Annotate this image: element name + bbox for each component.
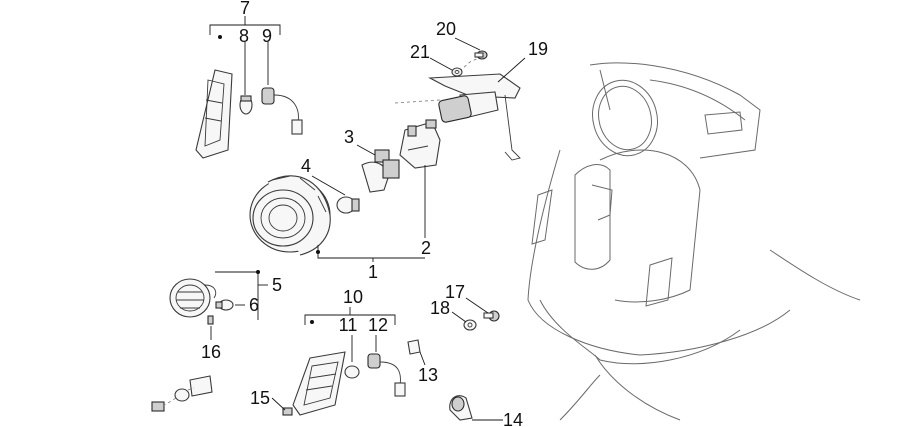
callout-8: 8 bbox=[239, 26, 249, 46]
callout-18: 18 bbox=[430, 298, 450, 318]
screw-20 bbox=[474, 50, 488, 60]
group-bracket-5 bbox=[210, 270, 268, 340]
callout-1: 1 bbox=[368, 262, 378, 282]
callout-13: 13 bbox=[418, 365, 438, 385]
side-marker-bulb bbox=[239, 95, 253, 115]
bracket-leaders bbox=[429, 37, 526, 83]
headlight-leaders bbox=[311, 144, 426, 262]
group-bracket-7 bbox=[209, 16, 281, 95]
callout-2: 2 bbox=[421, 238, 431, 258]
callout-labels: 1 2 3 4 5 6 7 8 9 10 11 12 13 14 15 16 1… bbox=[201, 0, 548, 427]
callout-5: 5 bbox=[272, 275, 282, 295]
callout-9: 9 bbox=[262, 26, 272, 46]
round-lamp-bulb bbox=[215, 299, 234, 311]
group-bracket-10 bbox=[304, 307, 396, 362]
callout-21: 21 bbox=[410, 42, 430, 62]
callout-19: 19 bbox=[528, 39, 548, 59]
halogen-bulb bbox=[361, 149, 400, 193]
screw-15 bbox=[271, 397, 293, 416]
side-marker-lens bbox=[195, 69, 233, 159]
headlight-assembly bbox=[249, 175, 331, 256]
washer-21 bbox=[451, 67, 463, 77]
lower-marker-socket-wire bbox=[367, 353, 406, 397]
bulb-holder bbox=[399, 119, 441, 169]
side-marker-socket-wire bbox=[261, 87, 303, 135]
callout-6: 6 bbox=[249, 295, 259, 315]
callout-3: 3 bbox=[344, 127, 354, 147]
screw-17 bbox=[465, 297, 500, 322]
callout-20: 20 bbox=[436, 19, 456, 39]
callout-11: 11 bbox=[339, 315, 358, 335]
callout-4: 4 bbox=[301, 156, 311, 176]
lower-marker-lens bbox=[292, 351, 346, 416]
grommet-14 bbox=[449, 395, 503, 421]
bottom-left-hardware bbox=[151, 375, 213, 412]
callout-12: 12 bbox=[368, 315, 388, 335]
lamp-screw-16 bbox=[207, 315, 214, 325]
callout-10: 10 bbox=[343, 287, 363, 307]
headlight-bracket bbox=[394, 54, 521, 161]
clip-13 bbox=[407, 339, 426, 366]
callout-17: 17 bbox=[445, 282, 465, 302]
headlight-bulb-small bbox=[336, 196, 360, 214]
lower-marker-bulb bbox=[344, 365, 360, 379]
scooter-front-body bbox=[527, 62, 861, 421]
callout-7: 7 bbox=[240, 0, 250, 18]
callout-15: 15 bbox=[250, 388, 270, 408]
washer-18 bbox=[451, 311, 477, 331]
callout-14: 14 bbox=[503, 410, 523, 427]
callout-16: 16 bbox=[201, 342, 221, 362]
round-lamp bbox=[169, 278, 217, 318]
